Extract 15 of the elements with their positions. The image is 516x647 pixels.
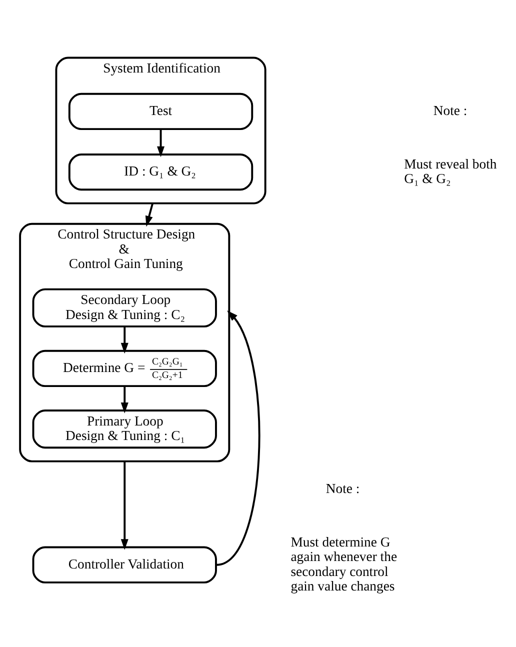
label: Note :: [433, 102, 468, 118]
label: Must determine G again whenever the secondary control gain value changes: [290, 534, 398, 593]
arrow: [120, 326, 128, 354]
node-box: ID : G₁ & G₂: [68, 152, 254, 190]
node-box: Controller Validation: [32, 546, 217, 583]
arrow: [120, 386, 128, 413]
node-box: Test: [68, 92, 254, 130]
label: Note :: [326, 480, 360, 496]
arrow: [157, 128, 165, 157]
node-box: Primary Loop Design & Tuning : C₁: [32, 409, 217, 448]
arrow: [120, 460, 128, 550]
arrow: [216, 310, 260, 566]
label: Must reveal both G₁ & G₂: [404, 156, 497, 186]
arrow: [145, 202, 154, 226]
node-box: Secondary Loop Design & Tuning : C₂: [32, 288, 217, 327]
